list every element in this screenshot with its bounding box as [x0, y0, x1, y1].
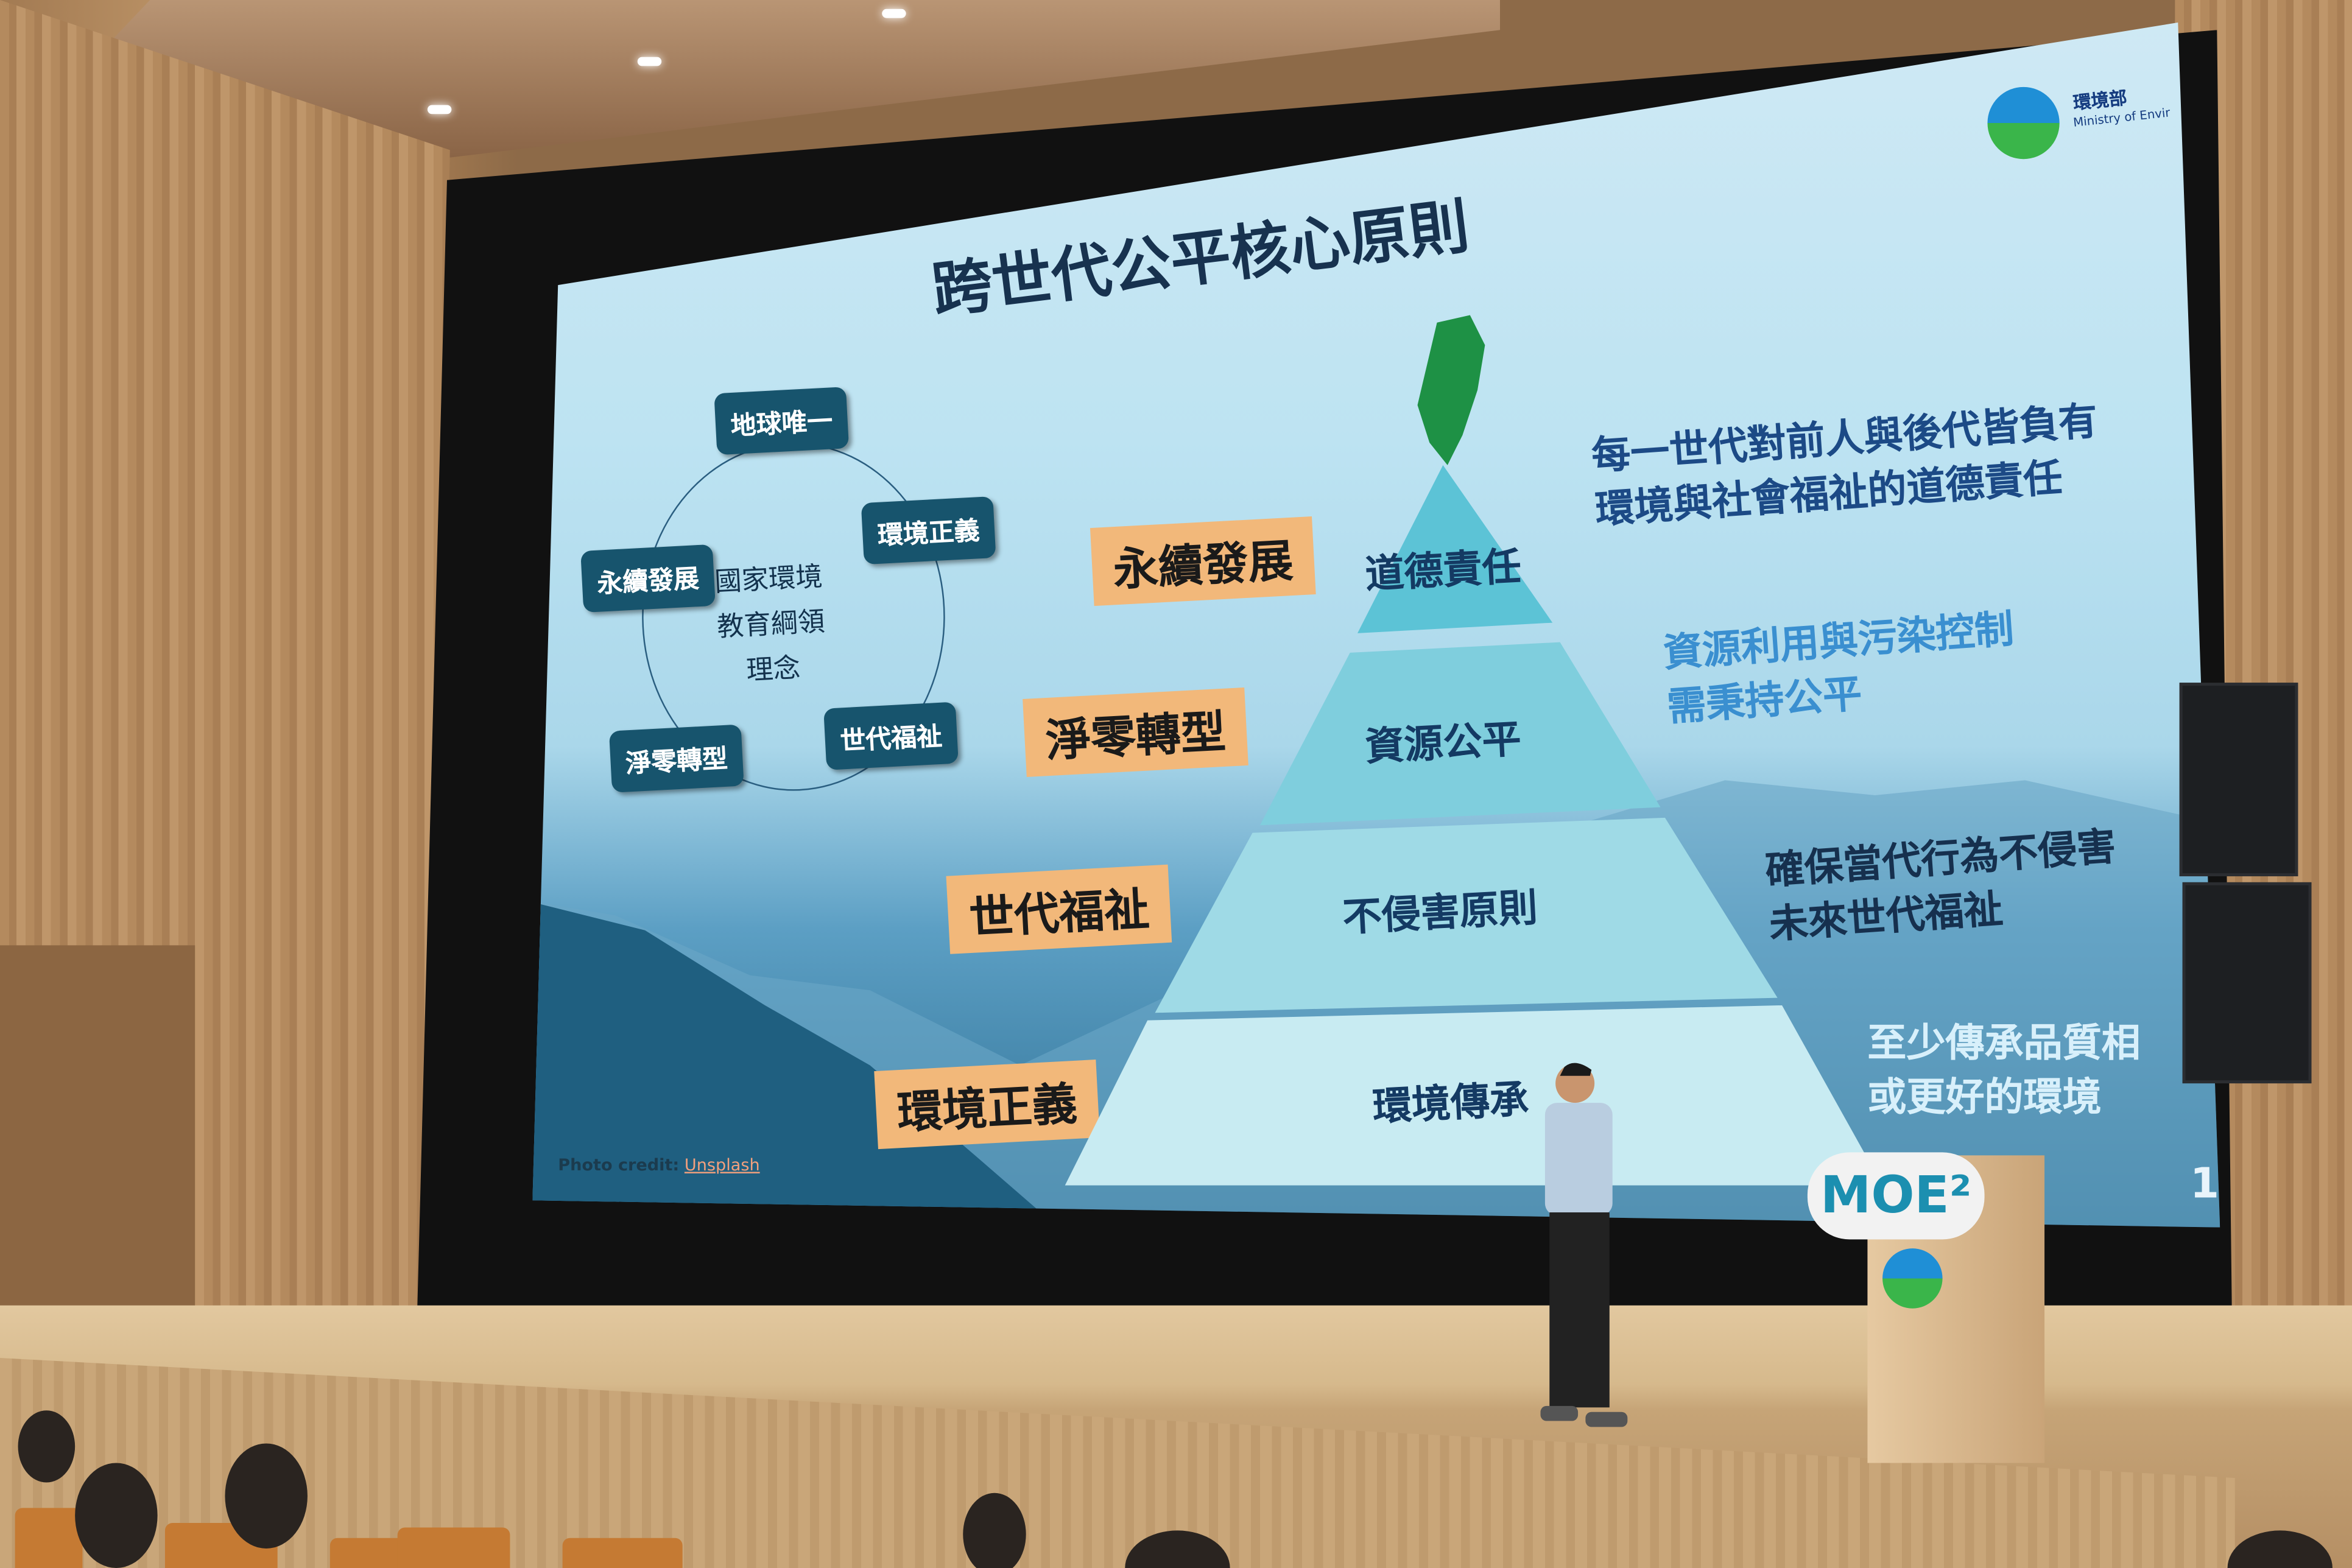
- pyramid-tier: [1357, 465, 1553, 633]
- audience-head: [18, 1410, 76, 1483]
- pyramid-tier: [1259, 642, 1661, 826]
- ceiling-light: [882, 9, 906, 18]
- ministry-logo: [1882, 1248, 1943, 1309]
- description-line: 或更好的環境: [1867, 1075, 2102, 1121]
- photo-credit: Photo credit: Unsplash: [558, 1155, 759, 1175]
- ministry-logo: [1987, 86, 2060, 160]
- podium-sign: MOE²: [1807, 1152, 1985, 1240]
- presenter: [1540, 1063, 1628, 1427]
- credit-prefix: Photo credit:: [558, 1155, 680, 1175]
- pyramid-label: 資源公平: [1364, 717, 1523, 771]
- loudspeaker: [2179, 683, 2298, 877]
- pyramid: [1065, 315, 1883, 1186]
- pyramid-label: 不侵害原則: [1341, 886, 1539, 941]
- audience-seat: [15, 1508, 83, 1568]
- pyramid-label: 道德責任: [1364, 545, 1523, 599]
- page-number: 14: [2190, 1158, 2220, 1208]
- credit-source: Unsplash: [684, 1155, 760, 1175]
- audience-head: [225, 1443, 308, 1549]
- side-door: [0, 945, 195, 1351]
- description: 至少傳承品質相 或更好的環境: [1867, 1018, 2140, 1125]
- ceiling-light: [637, 57, 662, 66]
- audience-head: [963, 1492, 1026, 1568]
- pyramid-tier: [1155, 817, 1778, 1013]
- ceiling-light: [427, 105, 452, 114]
- audience-seat: [562, 1538, 683, 1568]
- projected-slide: 跨世代公平核心原則 環境部 Ministry of Envir 國家環境 教育綱…: [532, 22, 2220, 1228]
- pyramid-tier: [1065, 1005, 1883, 1186]
- audience-head: [75, 1463, 158, 1568]
- audience-seat: [397, 1527, 510, 1568]
- taiwan-map-icon: [1417, 315, 1485, 465]
- description-line: 至少傳承品質相: [1867, 1022, 2141, 1067]
- pyramid-label: 環境傳承: [1371, 1077, 1530, 1131]
- loudspeaker: [2182, 882, 2312, 1084]
